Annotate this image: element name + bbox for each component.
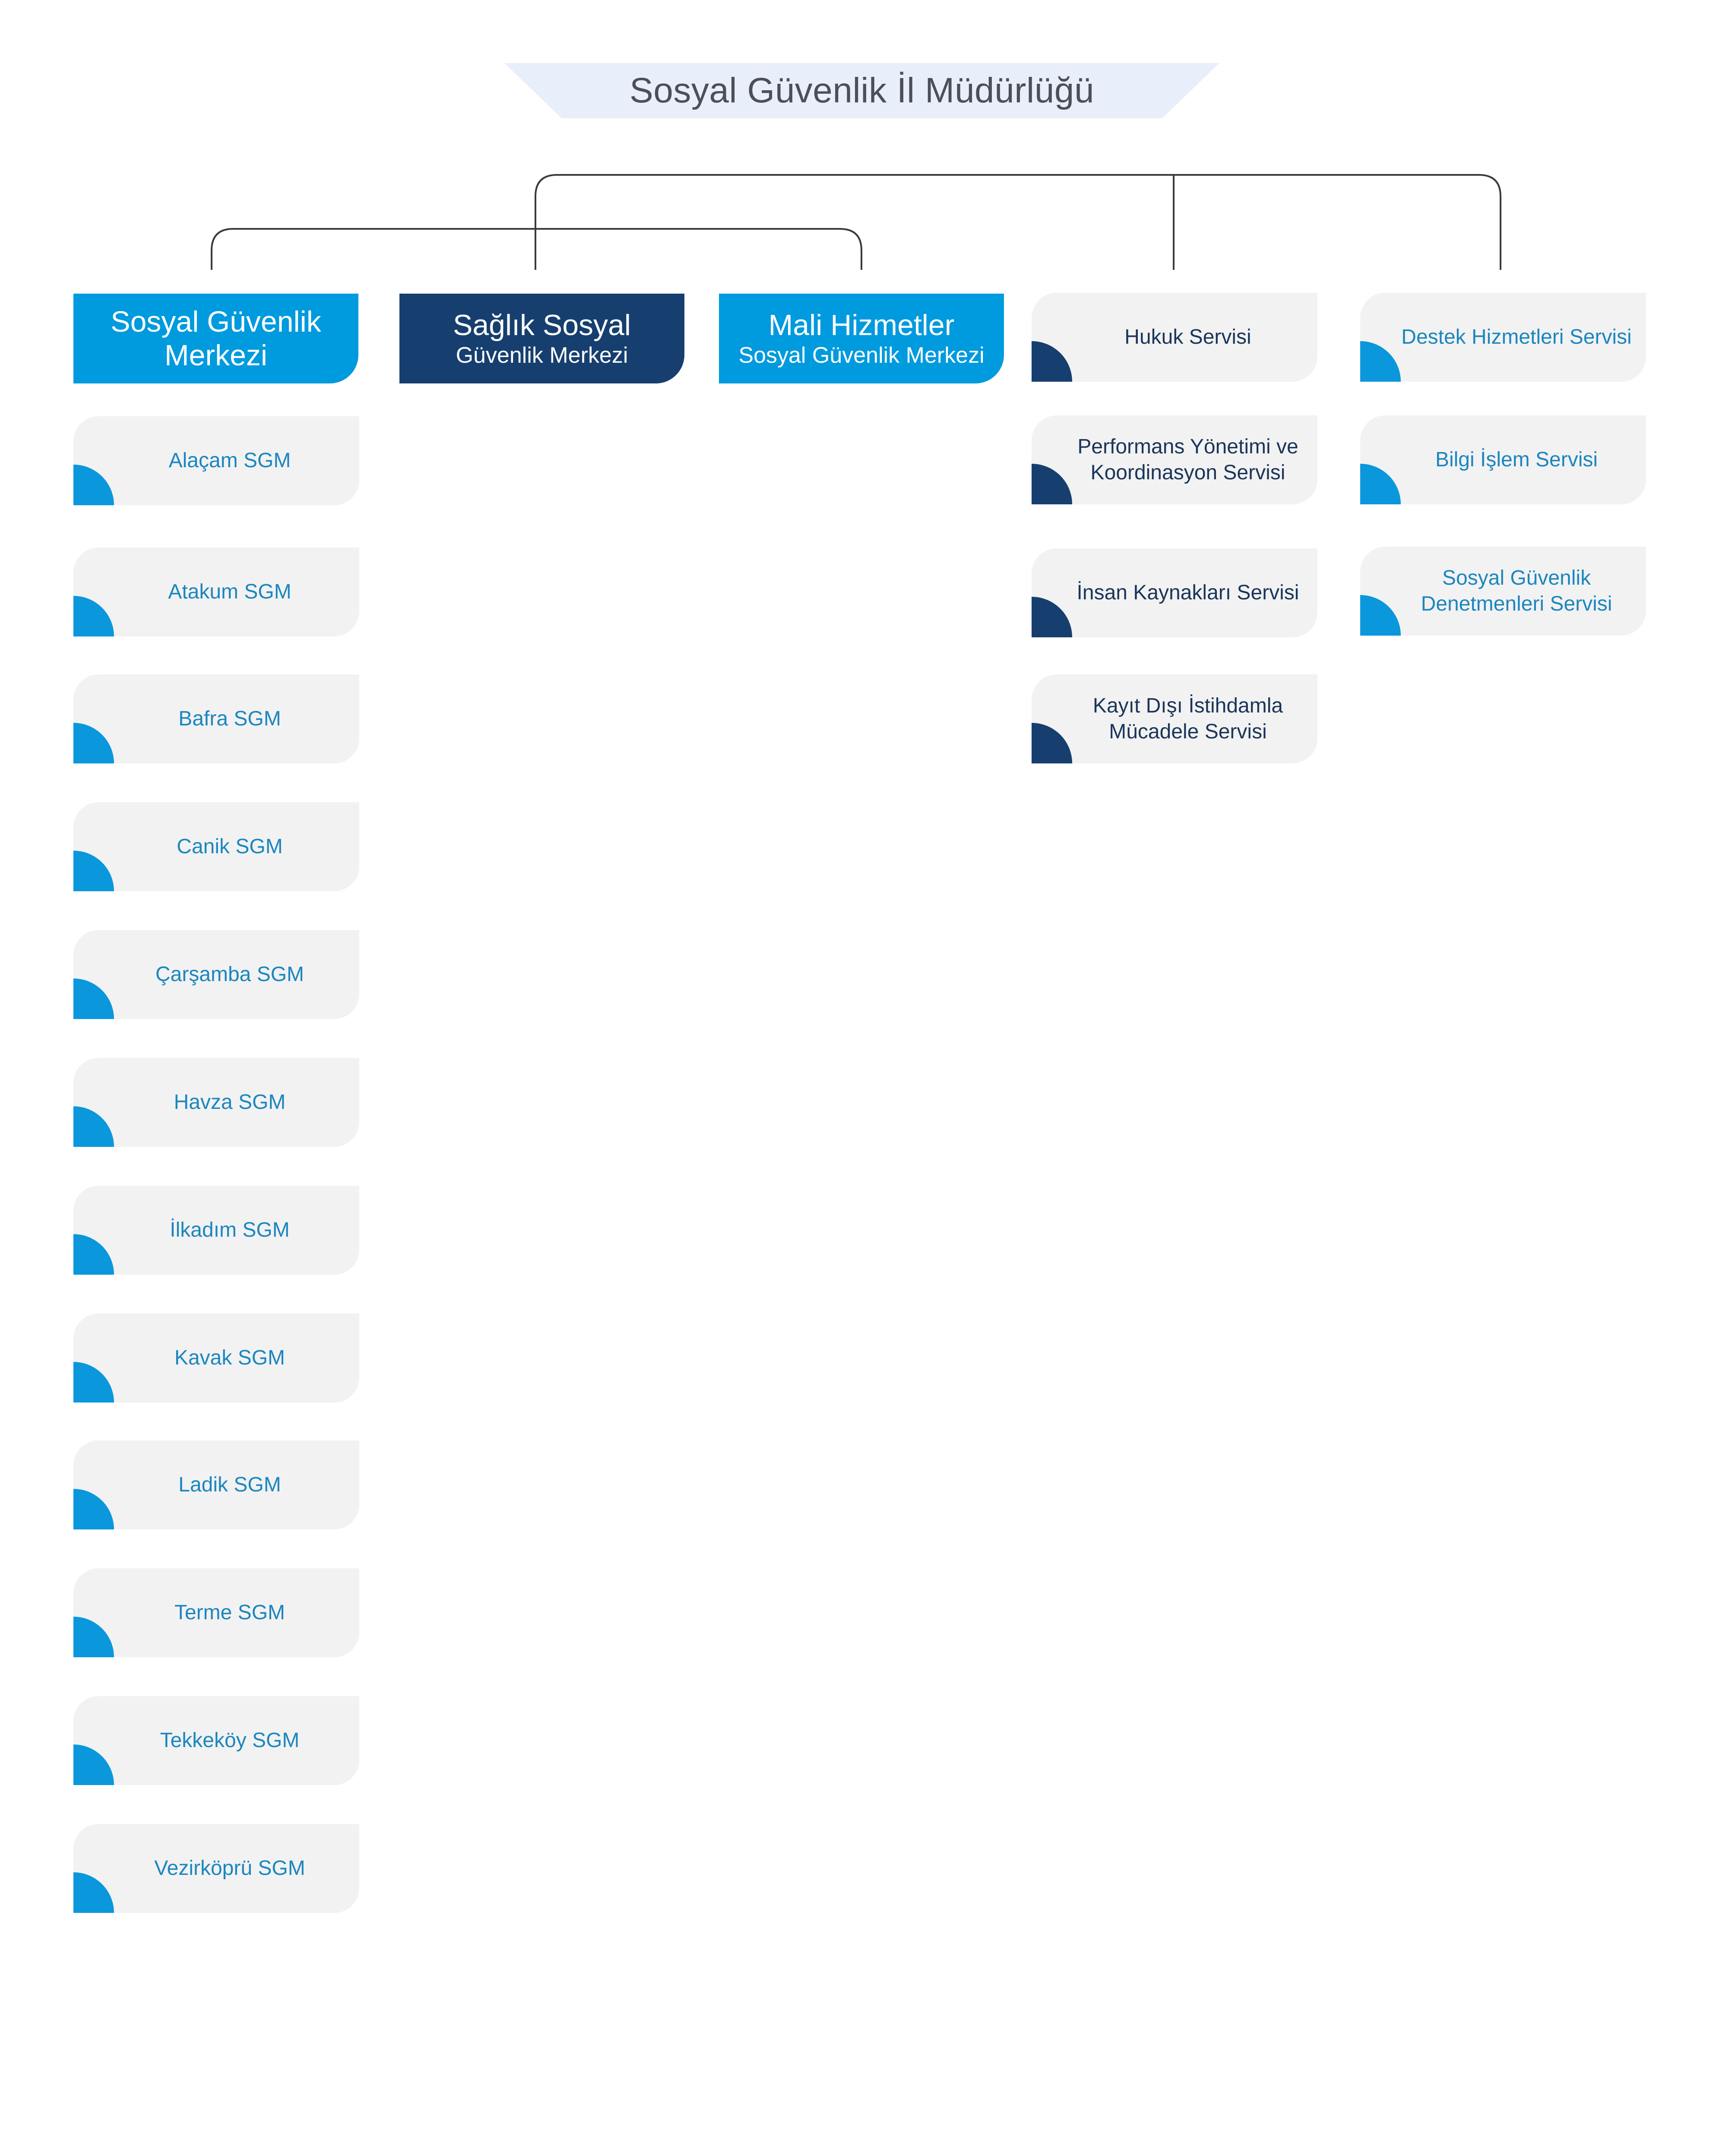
header-sosyal-guvenlik-merkezi: Sosyal Güvenlik Merkezi xyxy=(73,294,358,383)
sgm-card-ladik: Ladik SGM xyxy=(73,1440,359,1529)
header-line2: Güvenlik Merkezi xyxy=(456,343,628,368)
service-card-bilgi-islem: Bilgi İşlem Servisi xyxy=(1360,415,1646,504)
sgm-card-canik: Canik SGM xyxy=(73,802,359,891)
sgm-card-kavak: Kavak SGM xyxy=(73,1314,359,1403)
card-label: Vezirköprü SGM xyxy=(154,1857,305,1880)
card-label: Sosyal Güvenlik Denetmenleri Servisi xyxy=(1421,567,1612,615)
card-label: Kavak SGM xyxy=(174,1346,285,1369)
card-label: Ladik SGM xyxy=(178,1473,281,1496)
header-mali-hizmetler: Mali Hizmetler Sosyal Güvenlik Merkezi xyxy=(719,294,1004,383)
card-label: Alaçam SGM xyxy=(168,449,291,472)
card-label: Hukuk Servisi xyxy=(1124,326,1251,348)
sgm-card-havza: Havza SGM xyxy=(73,1058,359,1147)
card-label: Destek Hizmetleri Servisi xyxy=(1401,326,1632,348)
sgm-card-alacam: Alaçam SGM xyxy=(73,416,359,505)
card-label: Kayıt Dışı İstihdamla Mücadele Servisi xyxy=(1092,694,1283,743)
card-label: Atakum SGM xyxy=(168,580,291,603)
sgm-card-atakum: Atakum SGM xyxy=(73,548,359,636)
service-card-hukuk: Hukuk Servisi xyxy=(1032,293,1317,382)
card-label: Performans Yönetimi ve Koordinasyon Serv… xyxy=(1077,435,1298,484)
upper-bracket-line xyxy=(535,174,1501,270)
sgm-card-ilkadim: İlkadım SGM xyxy=(73,1186,359,1275)
header-line2: Merkezi xyxy=(164,339,268,372)
card-label: Canik SGM xyxy=(177,835,283,858)
title-banner: Sosyal Güvenlik İl Müdürlüğü xyxy=(504,63,1219,118)
service-card-denetmenler: Sosyal Güvenlik Denetmenleri Servisi xyxy=(1360,547,1646,636)
header-saglik-sosyal-guvenlik-merkezi: Sağlık Sosyal Güvenlik Merkezi xyxy=(399,294,684,383)
sgm-card-vezirkopru: Vezirköprü SGM xyxy=(73,1824,359,1913)
service-card-insan-kaynaklari: İnsan Kaynakları Servisi xyxy=(1032,548,1317,637)
lower-bracket-line xyxy=(211,228,862,270)
card-label: Bafra SGM xyxy=(178,707,281,730)
header-line2: Sosyal Güvenlik Merkezi xyxy=(738,343,985,368)
service-card-destek: Destek Hizmetleri Servisi xyxy=(1360,293,1646,382)
sgm-card-carsamba: Çarşamba SGM xyxy=(73,930,359,1019)
sgm-card-bafra: Bafra SGM xyxy=(73,674,359,763)
card-label: İlkadım SGM xyxy=(170,1219,290,1241)
card-label: Havza SGM xyxy=(174,1091,286,1114)
header-line1: Mali Hizmetler xyxy=(768,309,955,342)
sgm-card-tekkekoy: Tekkeköy SGM xyxy=(73,1696,359,1785)
service-card-performans: Performans Yönetimi ve Koordinasyon Serv… xyxy=(1032,415,1317,504)
card-label: Bilgi İşlem Servisi xyxy=(1435,448,1598,471)
card-label: Terme SGM xyxy=(174,1601,285,1624)
sgm-card-terme: Terme SGM xyxy=(73,1568,359,1657)
card-label: İnsan Kaynakları Servisi xyxy=(1076,581,1299,604)
card-label: Çarşamba SGM xyxy=(155,963,304,986)
page-title: Sosyal Güvenlik İl Müdürlüğü xyxy=(630,71,1094,110)
header-line1: Sağlık Sosyal xyxy=(453,309,631,342)
service-card-kayit-disi: Kayıt Dışı İstihdamla Mücadele Servisi xyxy=(1032,674,1317,763)
card-label: Tekkeköy SGM xyxy=(160,1729,300,1752)
header-line1: Sosyal Güvenlik xyxy=(111,305,321,338)
